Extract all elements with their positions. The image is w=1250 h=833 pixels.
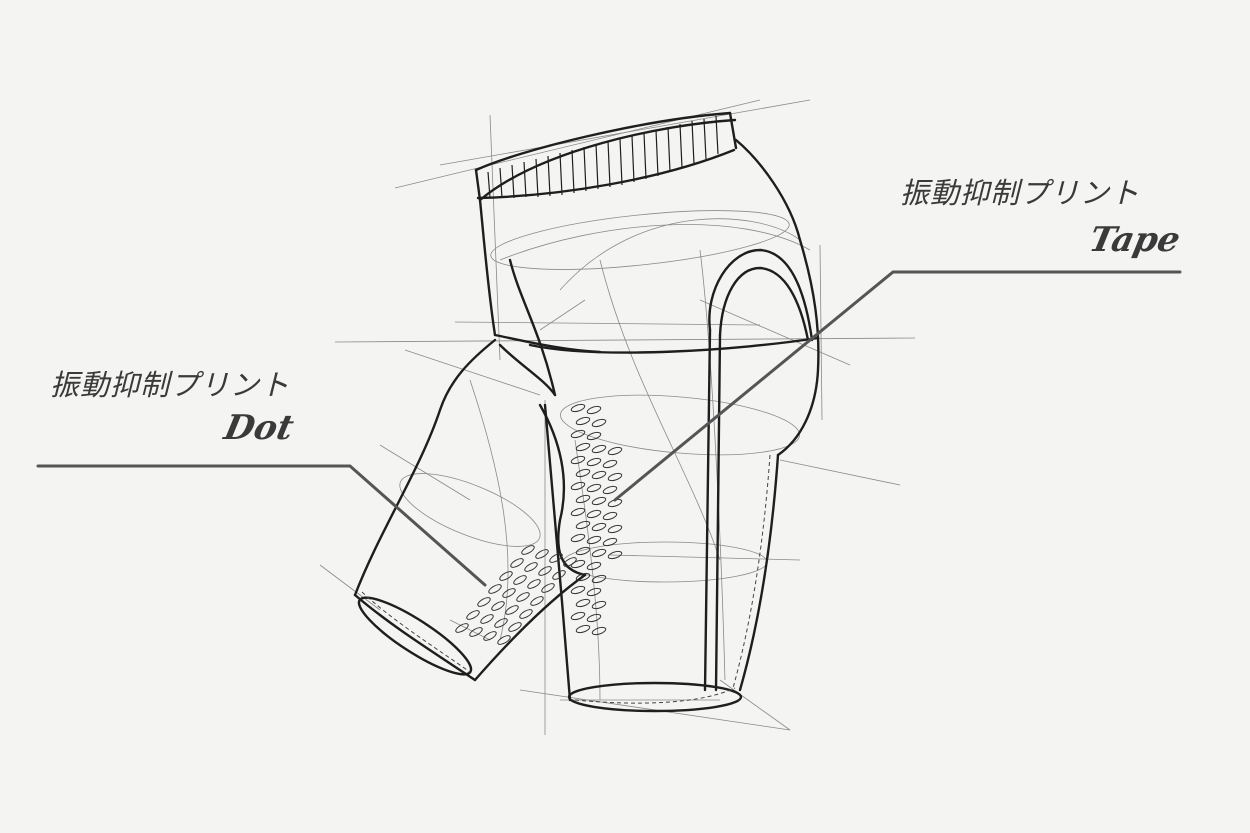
print-dot	[591, 600, 607, 610]
print-dot	[570, 559, 586, 569]
print-dot	[480, 614, 494, 624]
print-dot	[575, 468, 591, 478]
print-dot	[586, 509, 602, 519]
print-dot	[602, 537, 618, 547]
print-dot	[591, 496, 607, 506]
print-dot	[575, 624, 591, 634]
print-dot	[502, 588, 516, 598]
tape-callout: 振動抑制プリント Tape	[900, 170, 1184, 260]
right-leg-hem	[567, 681, 743, 713]
print-dot	[591, 418, 607, 428]
print-dot	[549, 553, 563, 563]
print-dot	[538, 566, 552, 576]
print-dot	[607, 472, 623, 482]
print-dot	[570, 429, 586, 439]
print-dot	[591, 548, 607, 558]
print-dot	[494, 618, 508, 628]
print-dot	[524, 562, 538, 572]
leader-lines	[36, 270, 1182, 587]
construction-lines	[319, 99, 916, 735]
print-dot	[586, 405, 602, 415]
print-dot	[477, 597, 491, 607]
print-dot	[586, 587, 602, 597]
print-dot	[535, 549, 549, 559]
tape-panel-inner	[718, 266, 810, 342]
print-dot	[530, 596, 544, 606]
print-dot	[591, 522, 607, 532]
print-dot	[483, 631, 497, 641]
print-dot	[575, 546, 591, 556]
print-dot	[586, 535, 602, 545]
print-dot	[510, 558, 524, 568]
print-dot	[575, 494, 591, 504]
print-dot	[541, 583, 555, 593]
print-dot	[505, 605, 519, 615]
print-dot	[586, 561, 602, 571]
tape-panel-outer	[708, 248, 814, 342]
print-dot	[519, 609, 533, 619]
tape-leader-line	[613, 270, 1182, 502]
print-dot	[591, 574, 607, 584]
print-dot	[575, 442, 591, 452]
print-dot	[607, 446, 623, 456]
waistband-top	[474, 111, 732, 172]
print-dot	[570, 481, 586, 491]
print-dot	[586, 431, 602, 441]
print-dot	[466, 610, 480, 620]
print-dot	[591, 470, 607, 480]
tape-callout-subtitle: Tape	[1085, 220, 1184, 260]
print-dot	[575, 572, 591, 582]
print-dot	[508, 622, 522, 632]
dot-print	[455, 403, 623, 645]
print-dot	[575, 416, 591, 426]
dot-callout-title: 振動抑制プリント	[50, 368, 291, 402]
print-dot	[586, 613, 602, 623]
print-dot	[552, 570, 566, 580]
print-dot	[575, 598, 591, 608]
print-dot	[602, 511, 618, 521]
waistband-bottom	[476, 148, 736, 200]
print-dot	[513, 575, 527, 585]
print-dot	[575, 520, 591, 530]
print-dot	[586, 483, 602, 493]
shorts-outline	[353, 111, 820, 713]
tape-callout-title: 振動抑制プリント	[900, 176, 1141, 210]
print-dot	[591, 444, 607, 454]
print-dot	[527, 579, 541, 589]
dot-callout: 振動抑制プリント Dot	[50, 362, 297, 448]
print-dot	[586, 457, 602, 467]
print-dot	[570, 533, 586, 543]
print-dot	[570, 507, 586, 517]
dot-callout-subtitle: Dot	[220, 408, 298, 448]
print-dot	[591, 626, 607, 636]
print-dot	[497, 635, 511, 645]
print-dot	[563, 557, 577, 567]
print-dot	[570, 455, 586, 465]
print-dot	[570, 611, 586, 621]
print-dot	[521, 545, 535, 555]
print-dot	[491, 601, 505, 611]
print-dot	[602, 485, 618, 495]
dot-leader-line	[36, 464, 487, 587]
left-leg-hem	[357, 596, 473, 676]
print-dot	[516, 592, 530, 602]
print-dot	[455, 623, 469, 633]
print-dot	[570, 403, 586, 413]
print-dot	[469, 627, 483, 637]
print-dot	[607, 550, 623, 560]
print-dot	[488, 584, 502, 594]
waistband-ribs	[487, 115, 719, 199]
print-dot	[570, 585, 586, 595]
right-leg-outline	[543, 403, 572, 702]
print-dot	[602, 459, 618, 469]
print-dot	[607, 524, 623, 534]
stitching	[361, 454, 771, 704]
left-leg-outline	[353, 338, 497, 597]
print-dot	[499, 571, 513, 581]
